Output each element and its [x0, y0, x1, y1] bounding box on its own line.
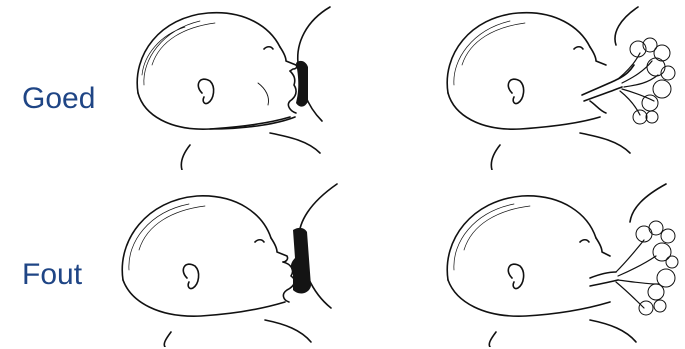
baby-ear: [508, 264, 523, 288]
baby-eye: [255, 240, 264, 242]
baby-ear: [198, 79, 213, 103]
good-latch-external-illustration: [130, 5, 350, 170]
bad-latch-external-illustration: [115, 182, 355, 347]
breast-outline: [630, 184, 666, 222]
baby-face-profile: [280, 47, 297, 71]
baby-ear: [508, 79, 523, 103]
baby-eye: [580, 240, 589, 242]
milk-glands: [630, 38, 675, 124]
milk-glands: [636, 221, 678, 315]
bad-latch-internal-illustration: [440, 182, 680, 347]
baby-face-profile: [271, 238, 288, 262]
baby-face-profile: [590, 47, 606, 65]
good-latch-internal-illustration: [440, 5, 680, 170]
baby-face-profile: [596, 238, 610, 256]
baby-eye: [264, 47, 273, 49]
row-label-good: Goed: [22, 82, 95, 116]
areola: [296, 61, 308, 107]
row-label-bad: Fout: [22, 258, 82, 292]
areola: [291, 228, 311, 294]
baby-eye: [574, 47, 583, 49]
breast-outline: [615, 7, 638, 45]
baby-ear: [183, 264, 198, 288]
